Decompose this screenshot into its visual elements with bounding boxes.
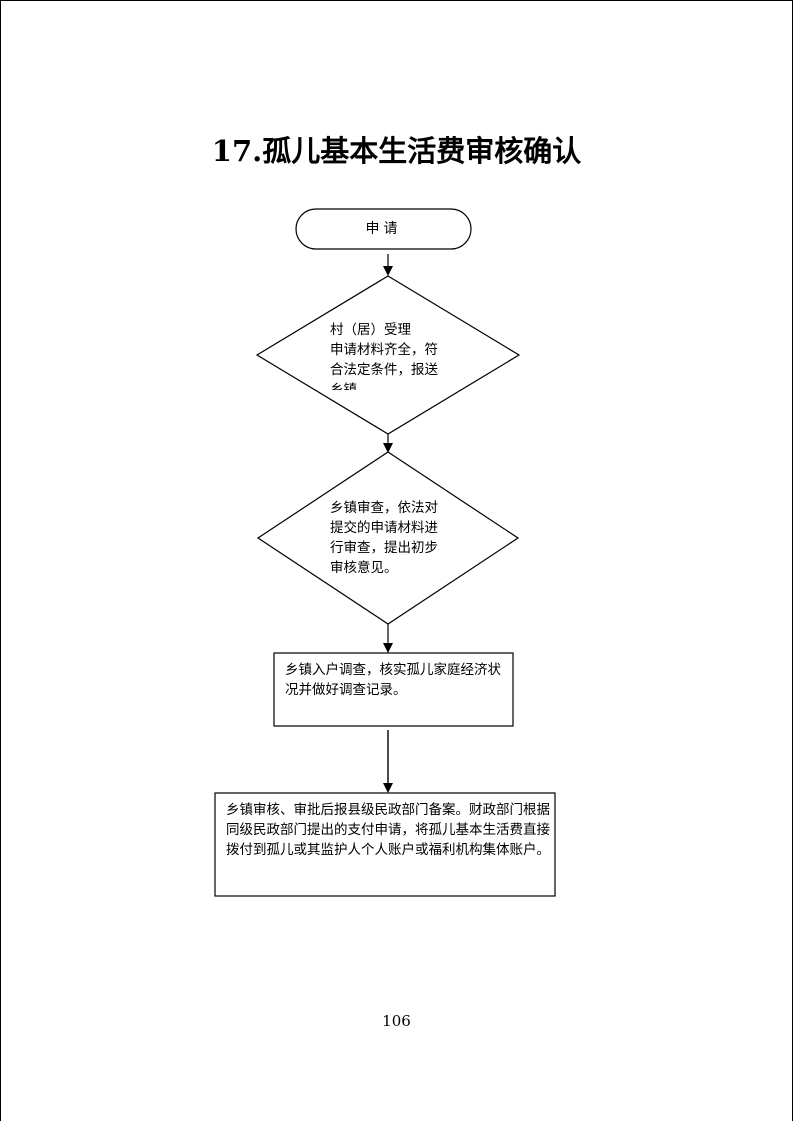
step-household-survey <box>273 652 514 727</box>
step1-label: 乡镇入户调查，核实孤儿家庭经济状况并做好调查记录。 <box>285 662 501 698</box>
start-label: 申请 <box>365 221 402 237</box>
start-terminal <box>295 208 472 250</box>
page-title: 17.孤儿基本生活费审核确认 <box>211 134 582 168</box>
step-approval-payment <box>214 792 556 897</box>
decision2-label: 乡镇审查，依法对提交的申请材料进行审查，提出初步审核意见。 <box>330 500 438 576</box>
page-number: 106 <box>382 1012 411 1030</box>
decision1-label: 村（居）受理 申请材料齐全，符合法定条件，报送乡镇 <box>330 322 438 390</box>
step2-label: 乡镇审核、审批后报县级民政部门备案。财政部门根据同级民政部门提出的支付申请，将孤… <box>226 802 550 858</box>
